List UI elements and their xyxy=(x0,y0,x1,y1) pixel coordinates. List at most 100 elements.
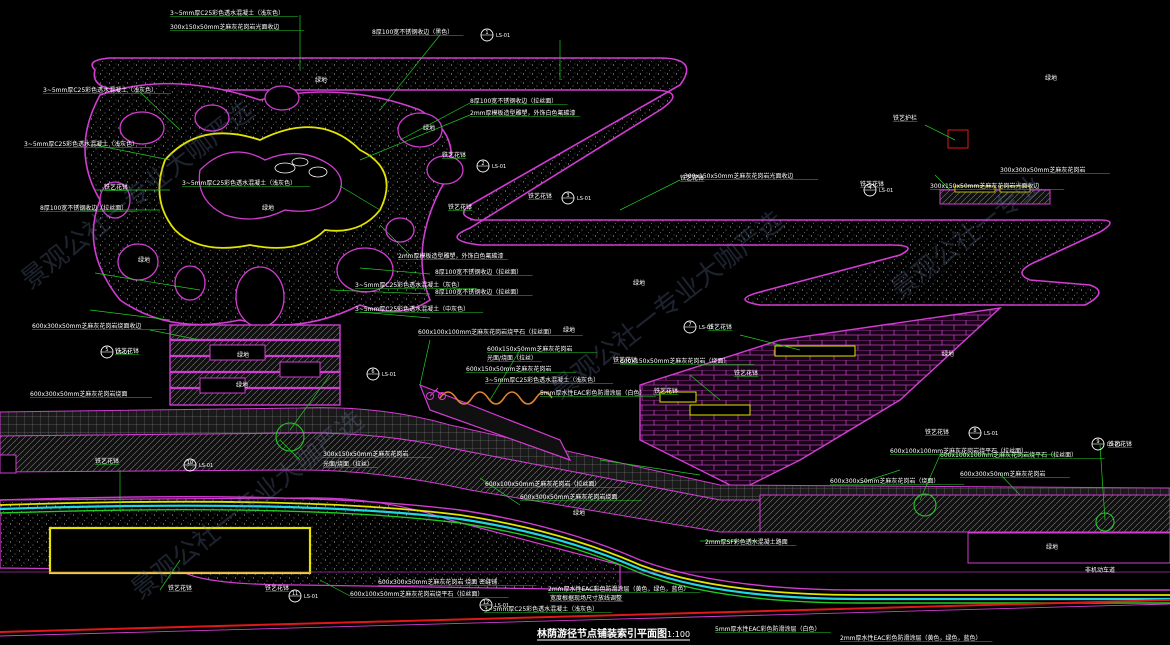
callout-ref: LS-01 xyxy=(984,431,998,437)
material-annotation: 600x150x50mm芝麻灰花岗岩（烧面） xyxy=(620,357,729,365)
material-annotation: 600x150x50mm芝麻灰花岗岩 xyxy=(466,365,551,373)
zone-label: 绿地 xyxy=(1045,74,1057,82)
bicycle-icon xyxy=(426,387,446,400)
drawing-title: 林荫游径节点铺装索引平面图 xyxy=(537,627,667,640)
callout-ref: LS-01 xyxy=(116,350,130,356)
plaza-pods xyxy=(99,85,464,328)
material-annotation: 600x300x50mm芝麻灰花岗岩烧面收边 xyxy=(32,322,141,330)
right-paver-strip xyxy=(939,129,1051,205)
drawing-scale: 1:100 xyxy=(667,630,690,639)
material-annotation: 3~5mm厚C25彩色透水混凝土（浅灰色） xyxy=(170,9,284,17)
stone xyxy=(308,166,328,178)
pod xyxy=(194,104,230,132)
callout-number: 12 xyxy=(483,600,489,606)
callout-ref: LS-01 xyxy=(495,603,509,609)
pod xyxy=(99,181,131,219)
detail-circles xyxy=(275,422,1115,532)
left-striped-block xyxy=(169,324,341,406)
callout-ref: LS-01 xyxy=(699,325,713,331)
callout-number: 11 xyxy=(292,591,298,597)
material-annotation: 3~5mm厚C25彩色透水混凝土（浅灰色） xyxy=(485,376,599,384)
zone-label: 绿地 xyxy=(423,124,435,132)
material-annotation: 铁艺花钵 xyxy=(708,323,732,331)
material-annotation: 铁艺花钵 xyxy=(115,347,139,355)
material-annotation: 600x150x50mm芝麻灰花岗岩 xyxy=(487,345,572,353)
material-annotation: 宽度根据现场尺寸放线调整 xyxy=(550,594,622,602)
material-annotation: 3~5mm厚C25彩色透水混凝土（浅灰色） xyxy=(24,140,138,148)
road-lines xyxy=(0,495,1170,637)
material-annotation: 铁艺护栏 xyxy=(893,114,917,122)
callout-ref: LS-01 xyxy=(879,188,893,194)
material-annotation: 2mm厚SF彩色透水混凝土路面 xyxy=(705,538,788,546)
callout-number: 4 xyxy=(868,185,871,191)
zone-label: 绿地 xyxy=(1046,543,1058,551)
callout-number: 9 xyxy=(1096,439,1099,445)
material-annotation: 铁艺花钵 xyxy=(654,387,678,395)
material-annotation: 铁艺花钵 xyxy=(265,584,289,592)
callout-ref: LS-01 xyxy=(199,463,213,469)
material-annotation: 600x100x50mm芝麻灰花岗岩（拉丝面） xyxy=(485,480,600,488)
material-annotation: 8厚100宽不锈钢收边（拉丝面） xyxy=(470,97,557,105)
material-annotation: 5mm厚水性EAC彩色防滑涂层（白色） xyxy=(540,389,646,397)
material-annotation: 600x300x50mm芝麻灰花岗岩 xyxy=(960,470,1045,478)
yellow-planter xyxy=(48,526,312,575)
pod xyxy=(264,85,300,111)
callout-ref: LS-01 xyxy=(577,196,591,202)
material-annotation: 光面/烧面（拉丝） xyxy=(323,460,373,468)
zone-label: 绿地 xyxy=(573,509,585,517)
material-annotation: 光面/烧面（拉丝） xyxy=(487,354,537,362)
road-label: 非机动车道 xyxy=(1085,566,1115,574)
callout-number: 10 xyxy=(187,460,193,466)
pod xyxy=(397,112,443,148)
material-annotation: 铁艺花钵 xyxy=(95,457,119,465)
material-annotation: 3~5mm厚C25彩色透水混凝土（浅灰色） xyxy=(484,605,598,613)
material-annotation: 铁艺花钵 xyxy=(528,192,552,200)
right-triangle-zone xyxy=(639,306,1003,491)
callout-number: 5 xyxy=(105,347,108,353)
material-annotation: 8厚100宽不锈钢收边（拉丝面） xyxy=(435,288,522,296)
material-annotation: 300x300x50mm芝麻灰花岗岩 xyxy=(1000,166,1085,174)
lower-speckled-area xyxy=(0,497,621,591)
pod xyxy=(174,265,206,301)
material-annotation: 铁艺花钵 xyxy=(1108,440,1132,448)
callout-number: 3 xyxy=(566,193,569,199)
callout-number: 2 xyxy=(481,161,484,167)
callout-ref: LS-01 xyxy=(382,372,396,378)
zone-label: 绿地 xyxy=(315,76,327,84)
material-annotation: 5mm厚水性EAC彩色防滑涂层（白色） xyxy=(715,625,821,633)
stepping-stones xyxy=(274,157,328,178)
material-annotation: 300x150x50mm芝麻灰花岗岩光面收边 xyxy=(170,23,279,31)
material-annotation: 8厚100宽不锈钢收边（黑色） xyxy=(372,28,453,36)
material-annotation: 2mm厚模板造型雕塑，外饰白色氟碳漆 xyxy=(470,109,576,117)
material-annotation: 铁艺花钵 xyxy=(680,174,704,182)
zone-label: 绿地 xyxy=(138,256,150,264)
zone-label: 绿地 xyxy=(236,381,248,389)
material-annotation: 铁艺花钵 xyxy=(925,428,949,436)
material-annotation: 300x150x50mm芝麻灰花岗岩 xyxy=(323,450,408,458)
material-annotation: 600x300x50mm芝麻灰花岗岩 烧面 密缝铺 xyxy=(378,578,497,586)
leader-lines xyxy=(80,15,1106,597)
material-annotation: 2mm厚水性EAC彩色防滑涂层（黄色，绿色，蓝色） xyxy=(840,634,982,642)
material-annotation: 铁艺花钵 xyxy=(168,584,192,592)
stone xyxy=(274,162,296,174)
material-annotation: 300x150x50mm芝麻灰花岗岩光面收边 xyxy=(930,182,1039,190)
pod xyxy=(426,155,464,185)
material-annotation: 3~5mm厚C25彩色透水混凝土（灰色） xyxy=(355,281,463,289)
material-annotation: 600x300x50mm芝麻灰花岗岩（烧面） xyxy=(830,477,939,485)
material-annotation: 600x100x100mm芝麻灰花岗岩烧平石（拉丝面） xyxy=(890,447,1027,455)
